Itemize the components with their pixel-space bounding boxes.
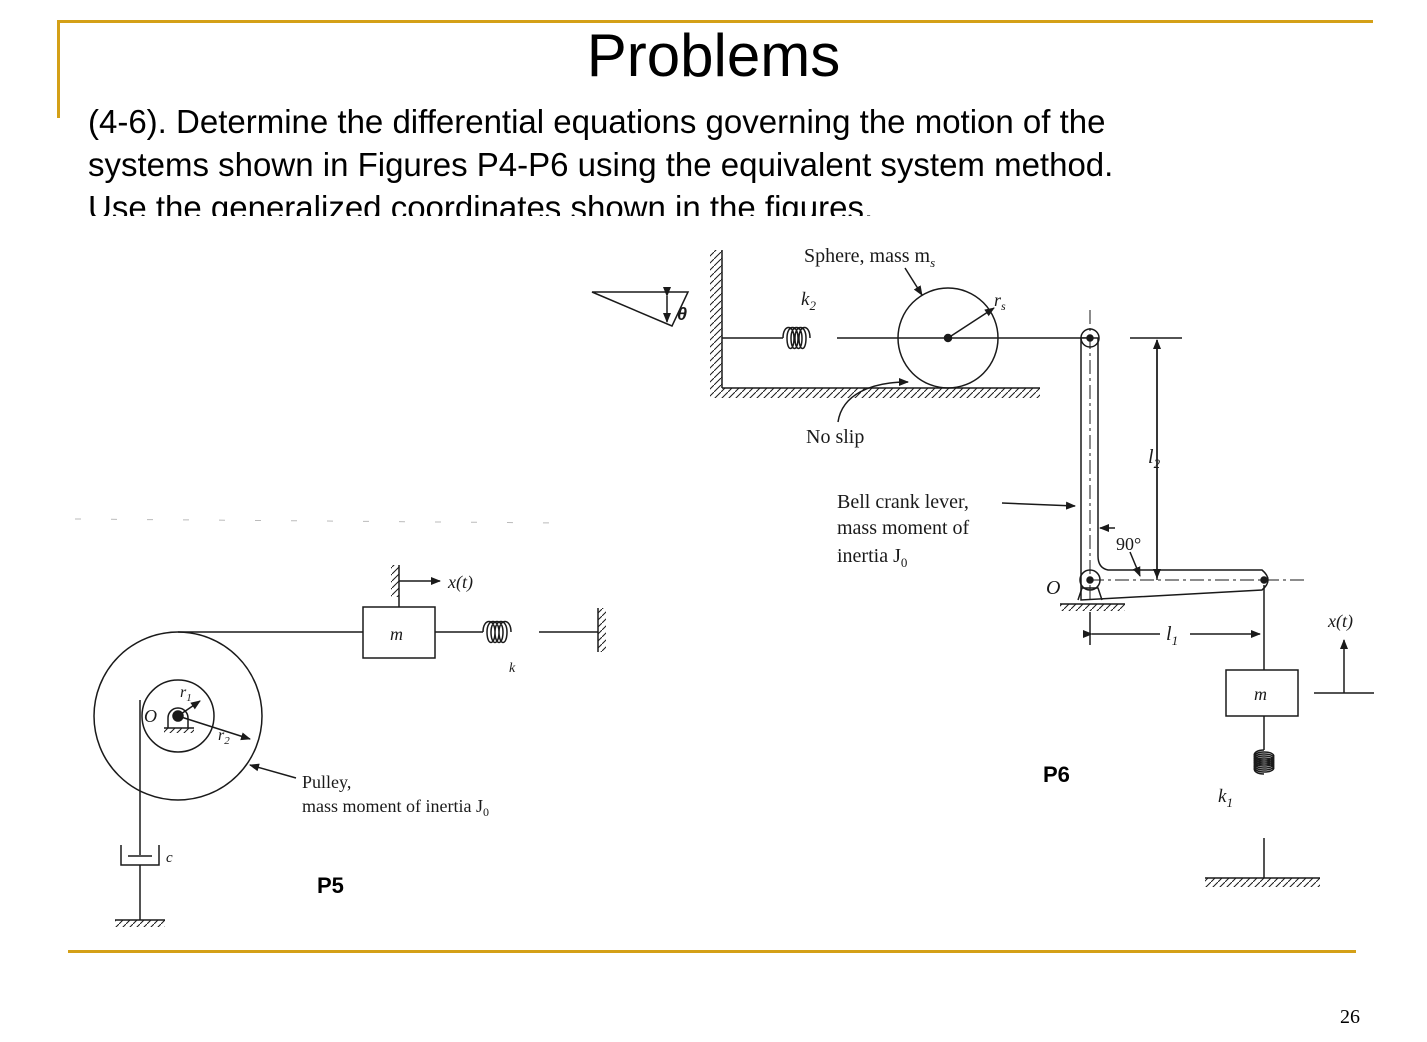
sphere (897, 287, 999, 389)
lever-label-2: mass moment of (837, 517, 970, 539)
k1-label: k1 (1218, 786, 1233, 810)
p6-pivot-label: O (1046, 577, 1060, 599)
noslip-label: No slip (806, 426, 864, 448)
p6-mass-block (1225, 669, 1299, 717)
p6-spring-k2 (782, 326, 811, 350)
problem-line-1: (4-6). Determine the differential equati… (88, 103, 1106, 140)
angle-label: 90° (1116, 534, 1141, 554)
p5-r2-label: r2 (218, 727, 230, 747)
r1-arrow (177, 700, 201, 717)
p6-spring-k1 (1253, 749, 1275, 775)
p5-spring-label: k (509, 661, 516, 676)
p5-center-label: O (144, 706, 157, 726)
r2-arrow (177, 715, 251, 741)
sphere-label: Sphere, mass ms (804, 245, 935, 270)
figure-p6 (591, 250, 1374, 887)
p5-r1-label: r1 (180, 684, 192, 704)
rs-label: rs (994, 290, 1006, 313)
lever-label-3: inertia J0 (837, 545, 907, 570)
frame-top-rule (57, 20, 1373, 23)
lever-label-1: Bell crank lever, (837, 491, 969, 513)
p5-pulley-label-1: Pulley, (302, 772, 351, 792)
frame-left-rule (57, 20, 60, 118)
theta-wedge (591, 291, 690, 327)
slide-title: Problems (586, 22, 841, 89)
rs-arrow (947, 307, 995, 339)
pulley-inner (141, 679, 215, 753)
page-number: 26 (1340, 1006, 1360, 1028)
figure-p5 (74, 518, 606, 927)
p5-pulley-label-2: mass moment of inertia J0 (302, 796, 489, 819)
l1-label: l1 (1166, 623, 1178, 648)
p5-mass-label: m (390, 624, 403, 644)
k2-label: k2 (801, 289, 816, 313)
p6-mass-label: m (1254, 684, 1267, 704)
bell-crank-lever (1080, 337, 1269, 601)
l2-label: l2 (1148, 446, 1161, 471)
problem-line-3: Use the generalized coordinates shown in… (88, 189, 874, 216)
p5-damper-label: c (166, 850, 173, 866)
frame-bottom-rule (68, 950, 1356, 953)
problem-statement: (4-6). Determine the differential equati… (88, 100, 1288, 216)
p5-mass-block (362, 606, 436, 659)
problem-line-2: systems shown in Figures P4-P6 using the… (88, 146, 1114, 183)
p5-x-label: x(t) (447, 572, 473, 593)
p5-tag: P5 (317, 873, 344, 898)
p5-spring (482, 620, 512, 644)
p6-tag: P6 (1043, 762, 1070, 787)
p6-x-label: x(t) (1327, 611, 1353, 632)
theta-label: θ (677, 304, 687, 324)
